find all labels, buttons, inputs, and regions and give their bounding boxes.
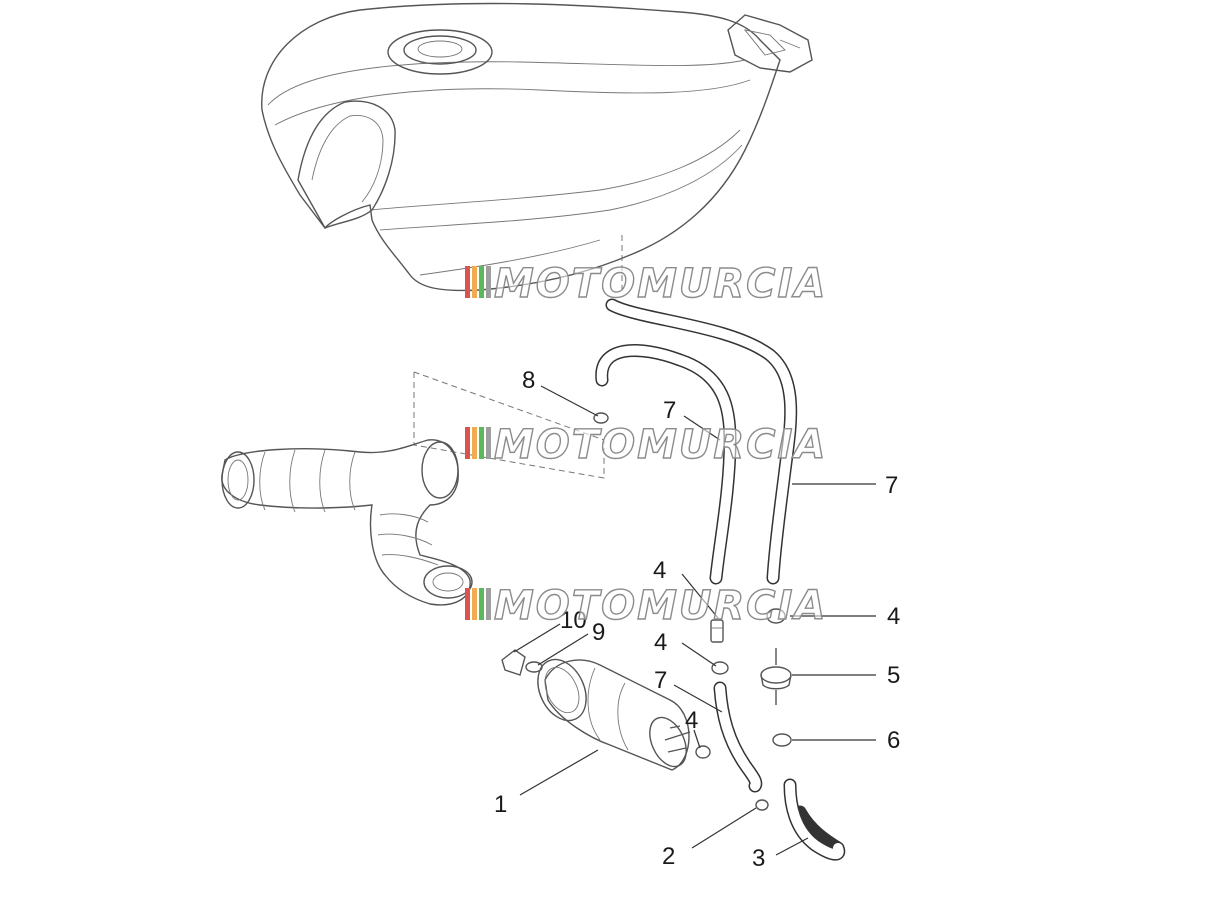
leader-4c — [681, 642, 717, 667]
watermark-text: MOTOMURCIA — [494, 261, 827, 307]
leader-4a — [681, 573, 719, 619]
clamp-4-upper-right — [766, 608, 786, 624]
watermark-stripe — [472, 427, 477, 459]
part-label-7c: 7 — [654, 667, 667, 694]
part-label-7a: 7 — [663, 397, 676, 424]
part-label-4d: 4 — [685, 707, 698, 734]
leader-7a — [683, 415, 721, 441]
watermark-text: MOTOMURCIA — [494, 583, 827, 629]
part-label-10: 10 — [560, 607, 587, 634]
clip-2 — [755, 799, 769, 811]
watermark-stripe — [486, 588, 491, 620]
watermark-1: MOTOMURCIA — [465, 260, 827, 308]
watermark-2: MOTOMURCIA — [465, 421, 827, 469]
part-label-2: 2 — [662, 843, 675, 870]
watermark-stripe — [486, 266, 491, 298]
leader-3 — [775, 837, 809, 856]
carbon-canister — [537, 658, 691, 771]
part-label-5: 5 — [887, 662, 900, 689]
fitting-upper — [710, 619, 724, 643]
air-intake-duct — [221, 439, 473, 606]
bracket-10 — [501, 649, 526, 676]
watermark-3: MOTOMURCIA — [465, 582, 827, 630]
watermark-stripe — [479, 266, 484, 298]
watermark-stripe — [465, 427, 470, 459]
vent-hose-middle — [595, 344, 737, 585]
watermark-stripe — [472, 588, 477, 620]
vent-hose-short — [713, 681, 763, 793]
part-label-1: 1 — [494, 791, 507, 818]
part-label-4b: 4 — [887, 603, 900, 630]
clamp-8 — [593, 412, 609, 424]
ring-9 — [525, 661, 543, 673]
reference-line-airbox — [413, 371, 605, 479]
vent-hose-long — [605, 298, 798, 585]
fuel-tank — [261, 2, 813, 292]
watermark-stripe — [472, 266, 477, 298]
drain-hose — [783, 778, 846, 861]
leader-10 — [513, 623, 561, 653]
watermark-stripe — [486, 427, 491, 459]
leader-2 — [691, 807, 757, 849]
watermark-stripe — [465, 266, 470, 298]
clamp-4-lower — [695, 745, 711, 759]
leader-9 — [537, 633, 589, 666]
watermark-stripe — [479, 588, 484, 620]
watermark-stripe — [465, 588, 470, 620]
leader-4d — [693, 729, 701, 749]
leader-7c — [673, 684, 723, 713]
part-label-8: 8 — [522, 367, 535, 394]
part-label-6: 6 — [887, 727, 900, 754]
part-label-3: 3 — [752, 845, 765, 872]
part-label-9: 9 — [592, 619, 605, 646]
leader-1 — [519, 749, 599, 796]
clamp-4-mid — [711, 661, 729, 675]
part-label-7b: 7 — [885, 472, 898, 499]
clamp-6 — [772, 733, 792, 747]
part-label-4c: 4 — [654, 629, 667, 656]
valve-5 — [760, 648, 792, 705]
watermark-text: MOTOMURCIA — [494, 422, 827, 468]
part-label-4a: 4 — [653, 557, 666, 584]
leader-8 — [540, 385, 599, 417]
watermark-stripe — [479, 427, 484, 459]
